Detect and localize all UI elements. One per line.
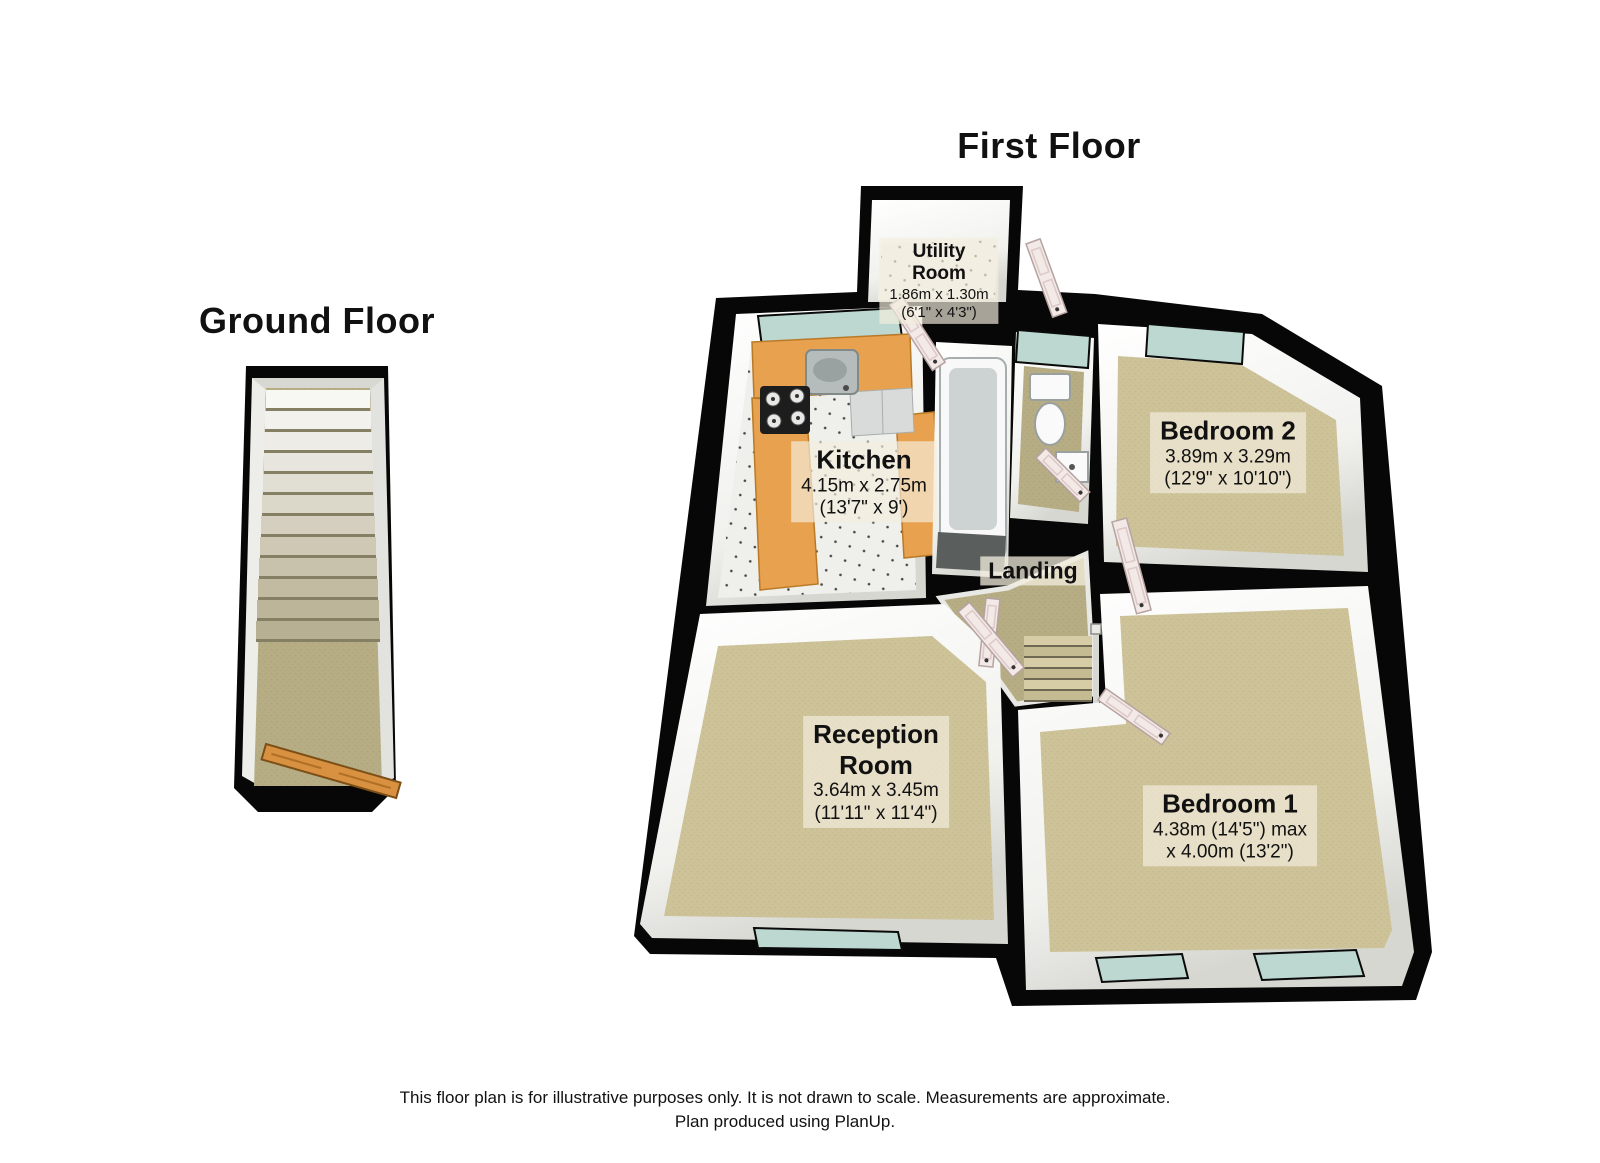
first-floor-title: First Floor xyxy=(957,125,1141,166)
stairwell-right-wall-face xyxy=(370,378,394,786)
wc-door xyxy=(1034,447,1091,503)
utility-rear-door xyxy=(1025,237,1068,319)
ground-floor-plan xyxy=(234,366,402,812)
reception-dims-imperial: (11'11" x 11'4") xyxy=(814,802,938,824)
reception-dims-metric: 3.64m x 3.45m xyxy=(813,780,939,802)
bedroom1-name: Bedroom 1 xyxy=(1162,788,1298,819)
bedroom1-window-left xyxy=(1094,952,1190,984)
disclaimer-line2: Plan produced using PlanUp. xyxy=(674,1111,896,1131)
first-floor-plan xyxy=(634,186,1432,1006)
kitchen-hob xyxy=(760,386,810,434)
ground-floor-title: Ground Floor xyxy=(199,300,435,341)
utility-room-name-line2: Room xyxy=(912,263,966,285)
reception-room-label: Reception Room 3.64m x 3.45m (11'11" x 1… xyxy=(803,715,949,829)
utility-room-dims-imperial: (6'1" x 4'3") xyxy=(901,303,977,321)
landing-name: Landing xyxy=(988,557,1078,584)
kitchen-name: Kitchen xyxy=(816,444,912,475)
bathtub xyxy=(939,357,1007,559)
disclaimer: This floor plan is for illustrative purp… xyxy=(400,1086,1171,1134)
bedroom1-door xyxy=(1096,687,1171,746)
wc-window xyxy=(1014,328,1092,370)
bedroom2-door xyxy=(1111,517,1152,615)
toilet xyxy=(1029,373,1071,446)
reception-name-line2: Room xyxy=(839,749,913,780)
kitchen-dims-imperial: (13'7" x 9') xyxy=(819,497,909,519)
bathroom-area xyxy=(932,342,1012,578)
kitchen-label: Kitchen 4.15m x 2.75m (13'7" x 9') xyxy=(791,441,937,523)
kitchen-dims-metric: 4.15m x 2.75m xyxy=(801,474,927,496)
landing-area xyxy=(935,550,1102,707)
disclaimer-line1: This floor plan is for illustrative purp… xyxy=(399,1088,1171,1107)
bedroom1-label: Bedroom 1 4.38m (14'5") max x 4.00m (13'… xyxy=(1143,785,1317,867)
stair-newel-post xyxy=(1090,623,1102,635)
kitchen-sink xyxy=(805,349,859,395)
bedroom2-label: Bedroom 2 3.89m x 3.29m (12'9" x 10'10") xyxy=(1150,412,1306,494)
bedroom2-window xyxy=(1144,322,1246,366)
bedroom2-dims-metric: 3.89m x 3.29m xyxy=(1165,445,1291,467)
utility-room-label: Utility Room 1.86m x 1.30m (6'1" x 4'3") xyxy=(879,237,999,325)
reception-door xyxy=(956,601,1026,679)
landing-label: Landing xyxy=(980,556,1086,586)
utility-room-name-line1: Utility xyxy=(912,240,966,262)
bedroom1-window-right xyxy=(1252,948,1366,982)
utility-room-dims-metric: 1.86m x 1.30m xyxy=(889,285,989,303)
bedroom1-dims-line2: x 4.00m (13'2") xyxy=(1166,841,1294,863)
landing-staircase xyxy=(1024,623,1102,704)
reception-name-line1: Reception xyxy=(813,718,939,749)
front-door-wood xyxy=(260,742,402,800)
bedroom1-dims-line1: 4.38m (14'5") max xyxy=(1153,818,1307,840)
stairwell-left-wall-face xyxy=(242,378,266,784)
bedroom2-dims-imperial: (12'9" x 10'10") xyxy=(1164,468,1292,490)
stairwell-top-wall-face xyxy=(252,378,384,390)
ground-staircase xyxy=(256,390,380,642)
bedroom2-name: Bedroom 2 xyxy=(1160,415,1296,446)
reception-window xyxy=(752,926,904,952)
